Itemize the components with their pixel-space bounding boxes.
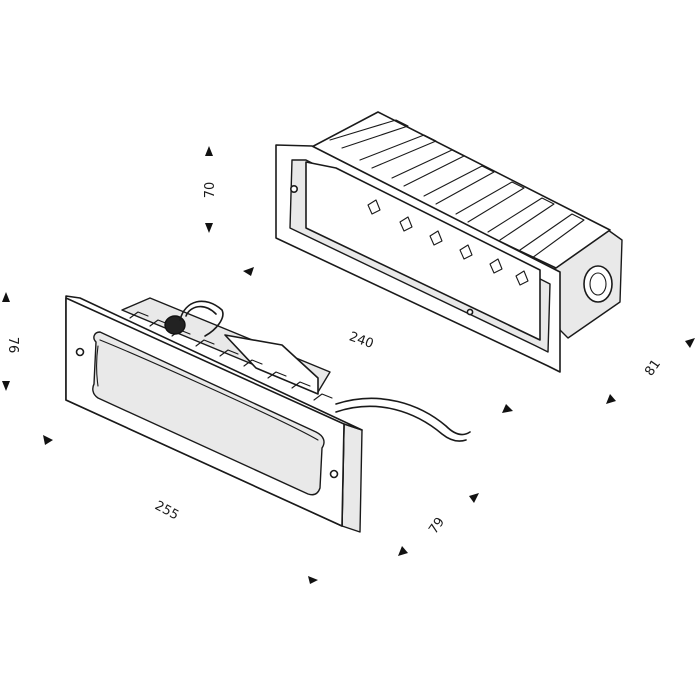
- housing-inner-wall: [305, 161, 541, 341]
- plate-screw-right: [329, 469, 339, 479]
- dim-label-255: 255: [152, 498, 181, 523]
- power-cable-2: [335, 405, 467, 442]
- dim-81-arrow-left: [606, 394, 616, 404]
- dim-label-76: 76: [5, 337, 20, 354]
- dim-76-arrow-bottom: [2, 381, 10, 391]
- light-body: [121, 297, 471, 442]
- louver-left-curve: [95, 345, 99, 387]
- housing-mount-hole: [289, 185, 298, 194]
- driver-box: [224, 334, 319, 395]
- cable-gland: [164, 315, 186, 335]
- dim-label-79: 79: [426, 515, 448, 537]
- cable-knockout: [583, 265, 613, 303]
- housing-clips: [367, 199, 529, 286]
- dim-255-arrow-right: [308, 576, 318, 584]
- dim-label-240: 240: [347, 329, 375, 352]
- dim-70-arrow-bottom: [205, 223, 213, 233]
- recessed-housing-box: [275, 111, 623, 373]
- plate-edge: [341, 423, 363, 533]
- dim-76-arrow-top: [2, 292, 10, 302]
- front-face-plate: [65, 295, 363, 533]
- cable-loop-inner: [185, 305, 217, 317]
- housing-mount-hole-2: [466, 308, 474, 316]
- dim-label-81: 81: [642, 357, 664, 379]
- cable-knockout-inner: [589, 272, 607, 296]
- dim-240-arrow-left: [243, 267, 254, 276]
- cable-loop: [179, 300, 224, 337]
- dim-240-arrow-right: [502, 404, 513, 413]
- dim-70-arrow-top: [205, 146, 213, 156]
- housing-ribs: [329, 119, 585, 259]
- power-cable: [335, 397, 471, 436]
- dim-255-arrow-left: [43, 435, 53, 445]
- plate-louver: [92, 331, 325, 496]
- louver-lip: [99, 339, 319, 441]
- dim-79-arrow-left: [398, 546, 408, 556]
- dim-79-arrow-right: [469, 493, 479, 503]
- dim-label-70: 70: [203, 182, 218, 199]
- plate-screw-left: [75, 347, 85, 357]
- light-body-fins: [129, 311, 333, 401]
- dim-81-arrow-right: [685, 338, 695, 348]
- dimension-arrows: [2, 146, 695, 584]
